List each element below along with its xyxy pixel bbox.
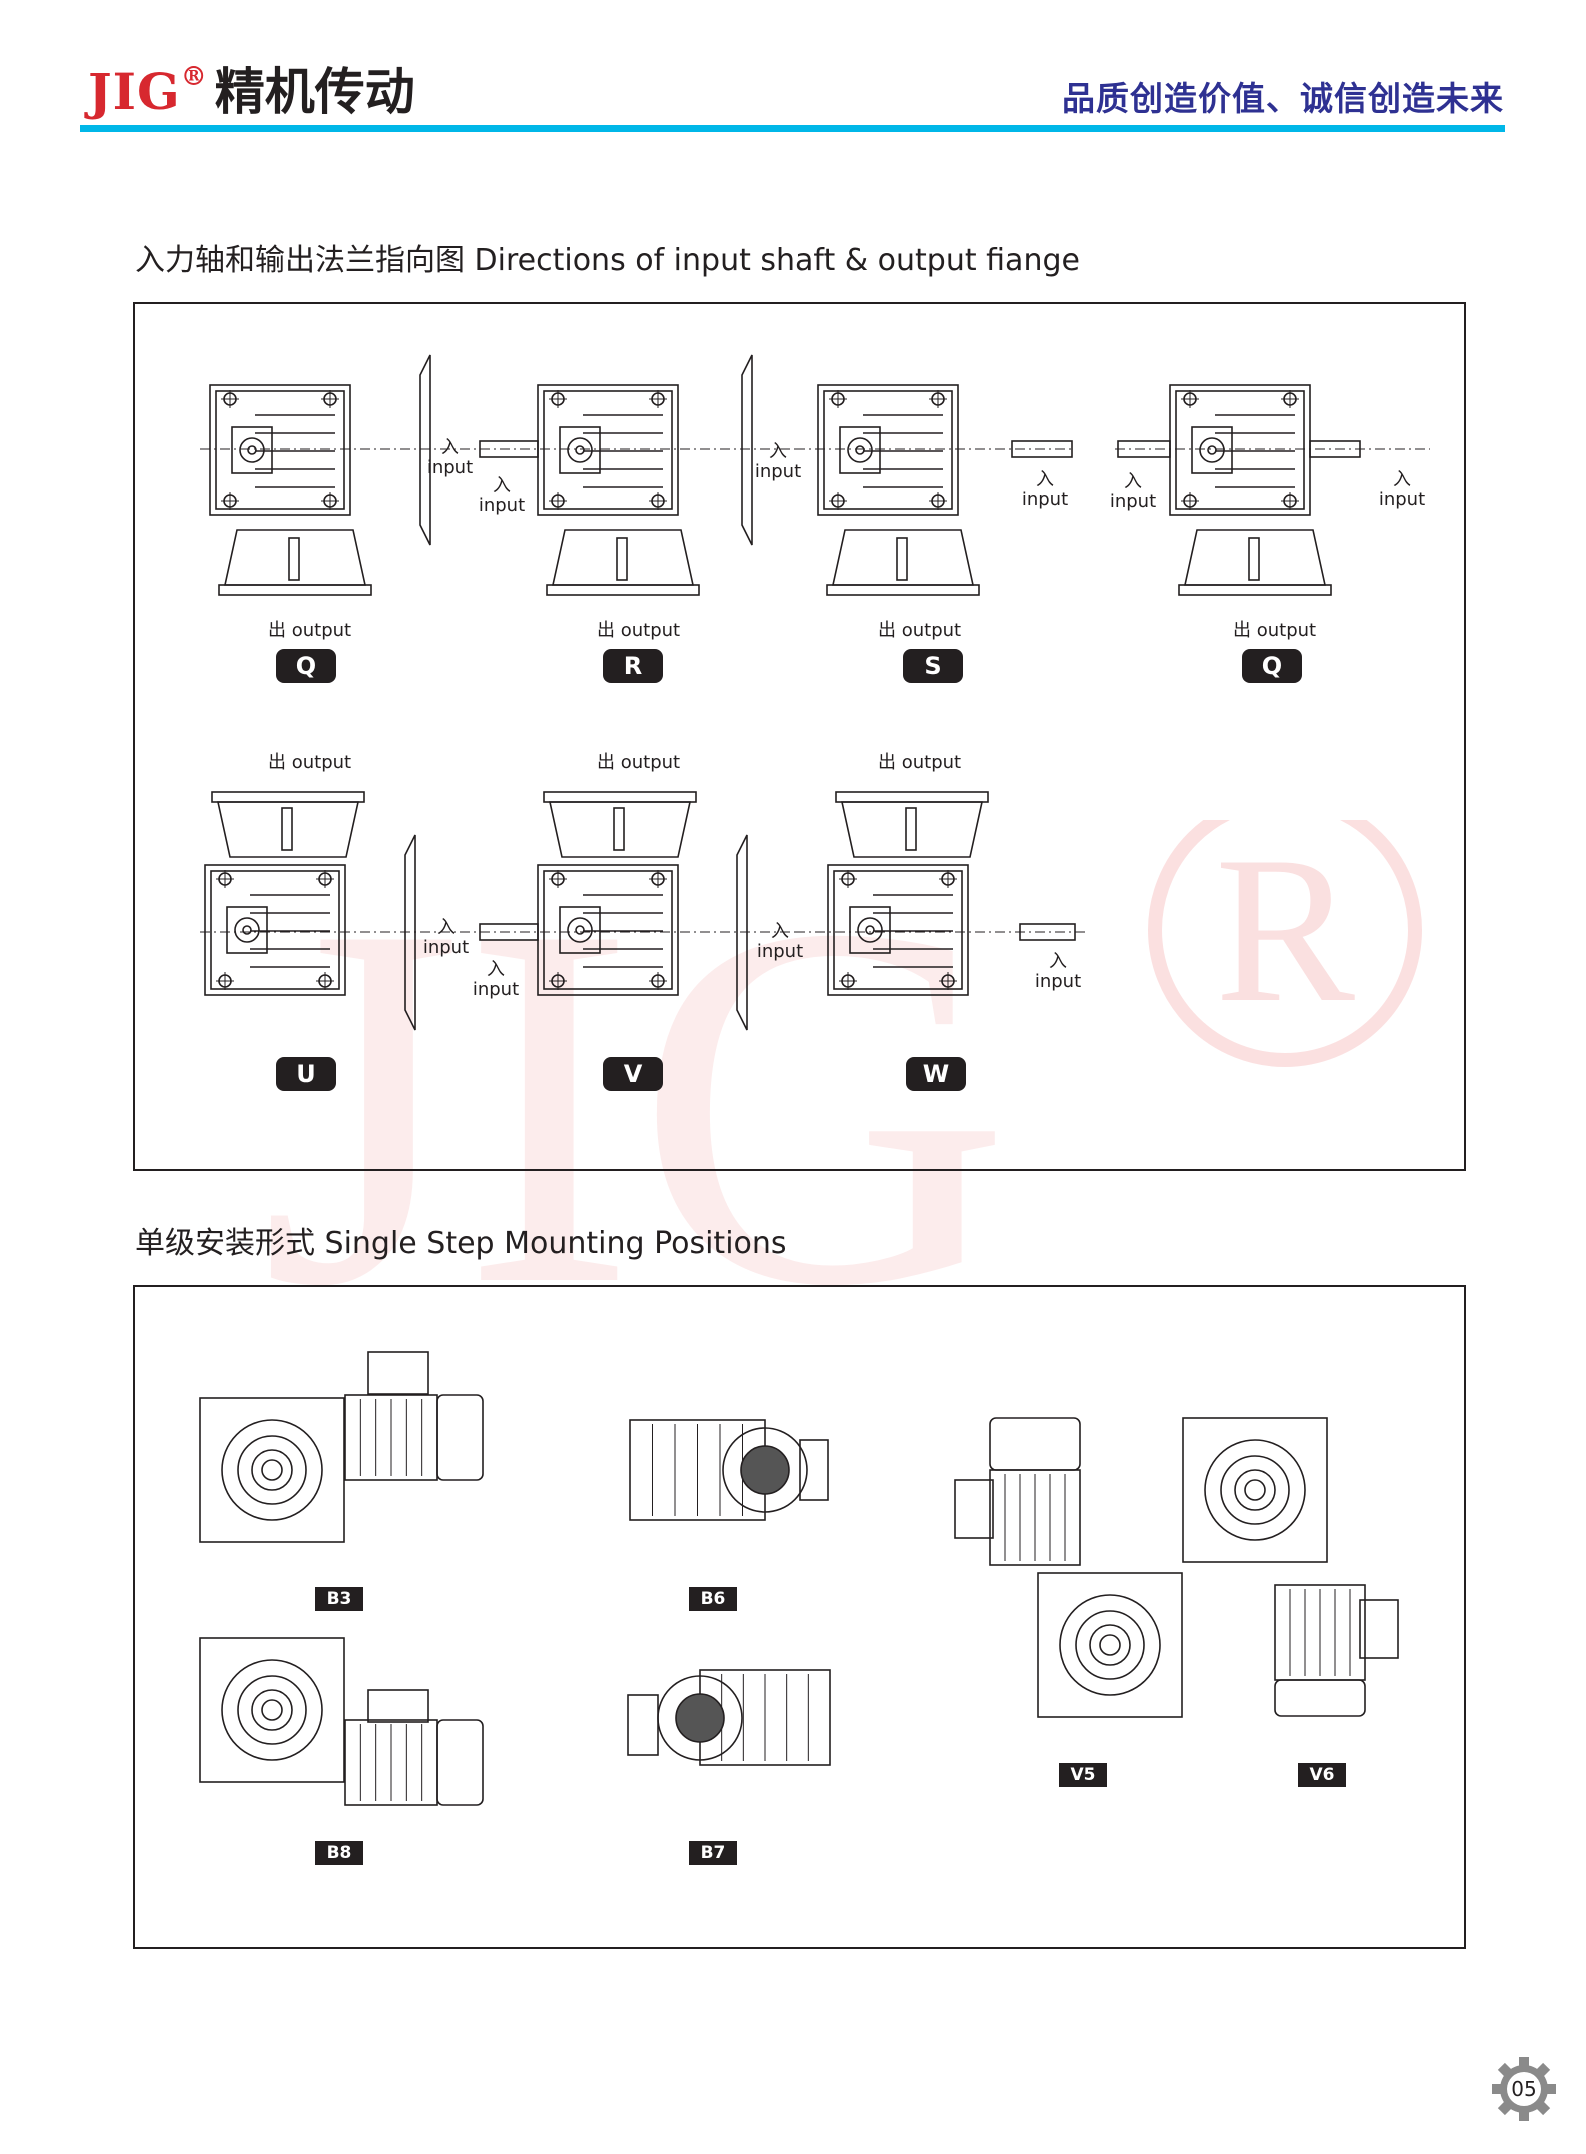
section-title-directions: 入力轴和输出法兰指向图 Directions of input shaft & … [135,243,1080,278]
gear-icon [1492,2057,1556,2121]
page-header: JIG®精机传动 品质创造价值、诚信创造未来 [0,0,1586,140]
terminal-box-b8 [367,1689,429,1723]
gearbox-w [827,864,969,996]
cap-b6 [799,1439,829,1501]
cap-b7 [627,1694,659,1756]
gearbox-r [537,384,679,516]
motor-cap-v5 [989,1417,1081,1471]
directions-diagrams [200,354,1430,1031]
shaft-s [1011,440,1073,458]
position-badge-v: V [603,1057,663,1091]
mounting-panel [133,1285,1466,1949]
output-label-u: 出 output [268,752,352,773]
flange-r [741,354,753,546]
flange-v [736,834,748,1031]
mount-badge-b8: B8 [315,1841,363,1865]
brand-logo: JIG®精机传动 [88,62,415,121]
gearbox-v5 [1037,1572,1183,1718]
terminal-box-v5 [954,1479,994,1539]
output-label-r: 出 output [597,620,681,641]
motor-b8 [344,1719,438,1806]
output-u [211,791,365,803]
output-label-s: 出 output [878,620,962,641]
motor-cap-b3 [436,1394,484,1481]
mount-badge-v5: V5 [1059,1763,1107,1787]
output-label-q1: 出 output [268,620,352,641]
terminal-box-v6 [1359,1599,1399,1659]
position-badge-u: U [276,1057,336,1091]
mounting-diagrams [199,1351,1399,1806]
directions-panel [133,302,1466,1171]
position-badge-w: W [906,1057,966,1091]
motor-cap-b8 [436,1719,484,1806]
position-badge-s: S [903,649,963,683]
position-badge-r: R [603,649,663,683]
mount-badge-b6: B6 [689,1587,737,1611]
flange-u [404,834,416,1031]
gearbox-q2 [1169,384,1311,516]
header-rule [80,125,1505,132]
position-badge-q2: Q [1242,649,1302,683]
motor-v6 [1274,1584,1366,1681]
flange-q1 [419,354,431,546]
motor-face-b6 [722,1427,808,1513]
mount-badge-v6: V6 [1298,1763,1346,1787]
position-badge-q1: Q [276,649,336,683]
gearbox-v6 [1182,1417,1328,1563]
page-number: 05 [1511,2077,1537,2101]
mount-badge-b3: B3 [315,1587,363,1611]
gearbox-q1 [209,384,351,516]
mount-badge-b7: B7 [689,1841,737,1865]
gearbox-b8 [199,1637,345,1783]
output-label-w: 出 output [878,752,962,773]
gearbox-s [817,384,959,516]
gearbox-u [204,864,346,996]
slogan: 品质创造价值、诚信创造未来 [1062,79,1504,118]
output-label-v: 出 output [597,752,681,773]
gearbox-v [537,864,679,996]
terminal-box-b3 [367,1351,429,1395]
motor-b3 [344,1394,438,1481]
output-v [543,791,697,803]
motor-v5 [989,1469,1081,1566]
shaft-w [1019,923,1076,941]
output-w [835,791,989,803]
gearbox-b6 [629,1419,766,1521]
output-label-q2: 出 output [1233,620,1317,641]
motor-cap-v6 [1274,1679,1366,1717]
section-title-mounting: 单级安装形式 Single Step Mounting Positions [135,1226,787,1261]
gearbox-b3 [199,1397,345,1543]
